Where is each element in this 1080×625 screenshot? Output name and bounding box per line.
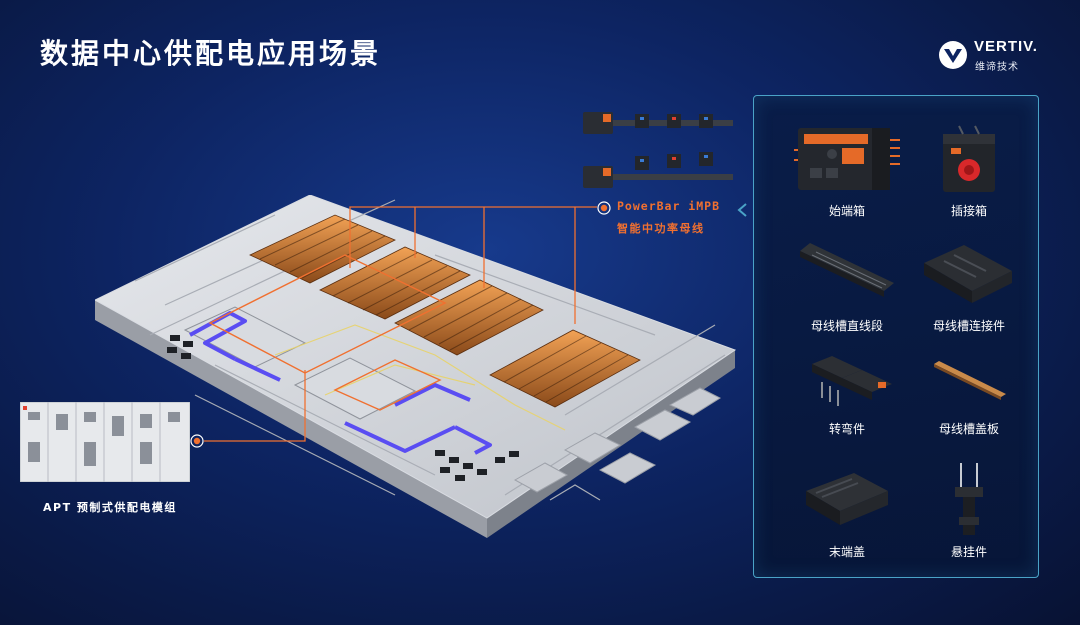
component-elbow: 转弯件 [787, 354, 907, 437]
brand-name: VERTIV. [974, 38, 1038, 55]
chevron-left-icon [737, 203, 747, 217]
apt-cabinet-image [20, 402, 190, 482]
apt-module-label: APT 预制式供配电模组 [43, 501, 177, 514]
busway-connector-icon [924, 245, 1012, 303]
slide-title: 数据中心供配电应用场景 [40, 37, 382, 70]
component-label: 始端箱 [828, 204, 865, 218]
component-end-cap: 末端盖 [787, 461, 907, 560]
powerbar-label: PowerBar iMPB [617, 199, 721, 213]
powerbar-busbar-image [583, 112, 733, 188]
vertiv-logo-icon [939, 41, 967, 69]
vertiv-logo: VERTIV. 维谛技术 [938, 36, 1053, 76]
brand-subtitle: 维谛技术 [975, 62, 1019, 73]
component-label: 母线槽连接件 [932, 319, 1005, 333]
powerbar-marker-icon [597, 201, 611, 215]
datacenter-floorplan [95, 195, 737, 538]
component-plug-in-box: 插接箱 [909, 120, 1029, 219]
component-label: 转弯件 [828, 422, 865, 436]
end-cap-icon [806, 473, 888, 525]
component-label: 悬挂件 [950, 545, 987, 559]
elbow-icon [812, 356, 892, 406]
plug-in-box-icon [943, 125, 995, 192]
component-label: 末端盖 [828, 545, 865, 559]
component-start-box: 始端箱 [787, 120, 907, 219]
component-hanger: 悬挂件 [909, 461, 1029, 560]
busway-cover-icon [934, 361, 1006, 400]
hanger-icon [955, 463, 983, 535]
component-label: 母线槽盖板 [938, 422, 999, 436]
busway-straight-icon [800, 243, 894, 297]
component-busway-straight: 母线槽直线段 [787, 233, 907, 334]
component-panel: 始端箱 插接箱 母线槽直线段 母线槽连接件 [753, 95, 1039, 578]
start-box-icon [794, 128, 900, 190]
component-busway-connector: 母线槽连接件 [909, 233, 1029, 334]
component-busway-cover: 母线槽盖板 [909, 354, 1029, 437]
component-label: 插接箱 [950, 204, 987, 218]
powerbar-subtitle: 智能中功率母线 [617, 222, 705, 235]
apt-marker-icon [190, 434, 204, 448]
component-label: 母线槽直线段 [810, 319, 883, 333]
